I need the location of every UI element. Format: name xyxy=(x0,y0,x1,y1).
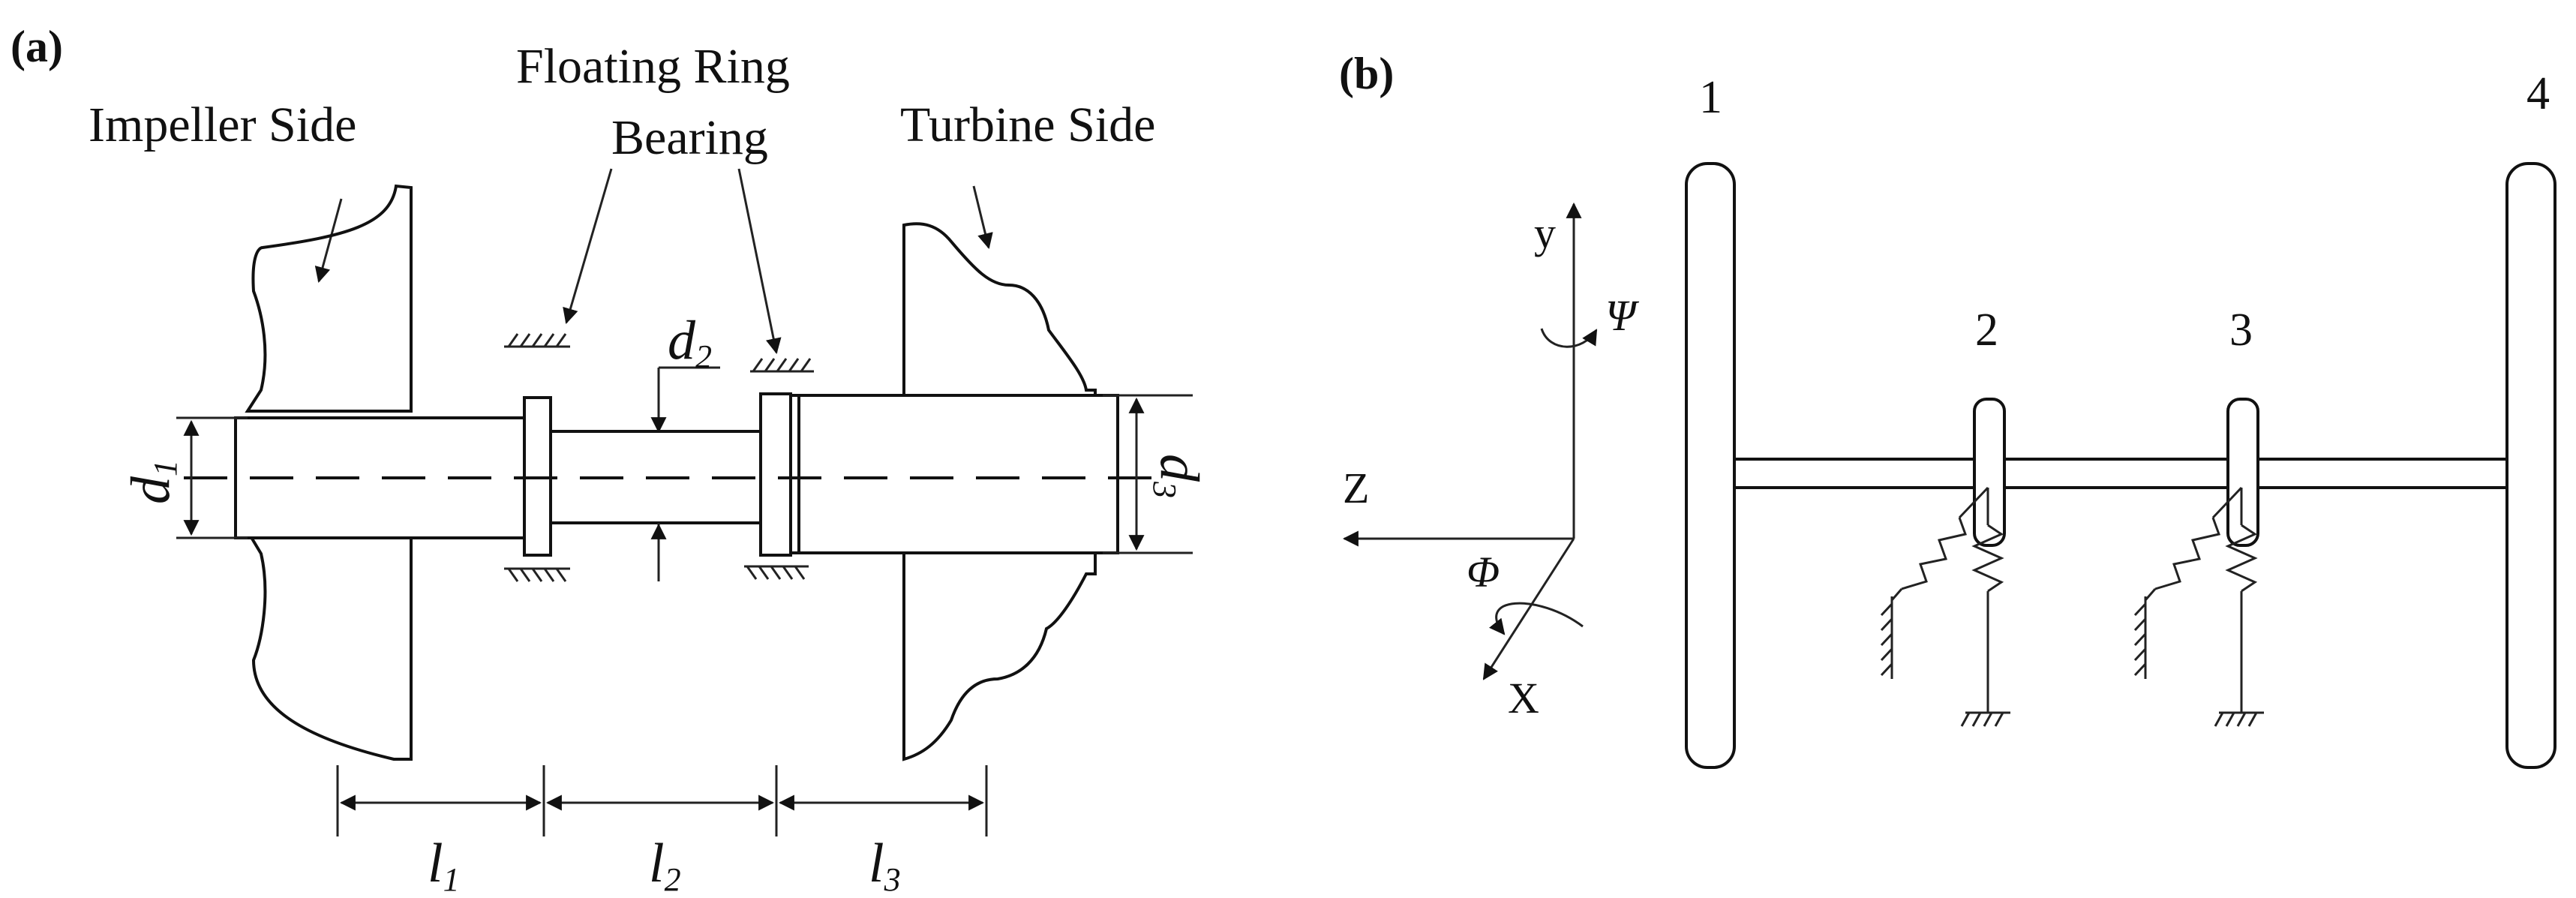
axis-y-label: y xyxy=(1534,209,1556,257)
turbine-side-label: Turbine Side xyxy=(900,98,1155,152)
floating-ring-bearing-right-rim xyxy=(789,394,800,554)
bearing-right-leader-arrow xyxy=(737,168,782,355)
disk-4 xyxy=(2505,162,2556,769)
phi-label: Φ xyxy=(1467,548,1500,596)
length-dimensions xyxy=(336,765,988,836)
disk-3 xyxy=(2226,398,2259,547)
l1-label: l1 xyxy=(428,833,460,898)
panel-b-label: (b) xyxy=(1339,49,1394,98)
disk-1 xyxy=(1685,162,1736,769)
axis-z-label: Z xyxy=(1343,464,1369,512)
bearing-springs-node-3 xyxy=(2133,486,2264,727)
panel-a: (a) Impeller Side Floating Ring Bearing … xyxy=(11,22,1210,898)
d3-dimension xyxy=(1103,394,1193,554)
turbine-wheel-lower xyxy=(902,550,1097,761)
impeller-side-label: Impeller Side xyxy=(89,98,356,152)
bearing-ground-supports xyxy=(504,333,814,582)
d3-label: d3 xyxy=(1146,454,1210,498)
l2-label: l2 xyxy=(649,833,681,898)
node-2-label: 2 xyxy=(1975,305,1998,356)
floating-ring-label-line2: Bearing xyxy=(611,110,768,165)
panel-a-label: (a) xyxy=(11,22,63,71)
floating-ring-label-line1: Floating Ring xyxy=(516,39,790,94)
psi-label: Ψ xyxy=(1605,291,1640,340)
bearing-springs-node-2 xyxy=(1880,486,2010,727)
disk-2 xyxy=(1973,398,2006,547)
rotor-shaft xyxy=(1724,458,2519,489)
d2-dimension xyxy=(650,366,720,581)
bearing-left-leader-arrow xyxy=(563,168,613,325)
floating-ring-bearing-right xyxy=(759,392,792,557)
axis-x-label: X xyxy=(1508,674,1539,722)
shaft-section-d3 xyxy=(797,394,1119,554)
panel-b: (b) y Z X Ψ Φ 1 2 3 4 xyxy=(1339,49,2556,769)
impeller-leader-arrow xyxy=(314,198,343,284)
l3-label: l3 xyxy=(869,833,901,898)
turbine-wheel-upper xyxy=(902,222,1097,413)
d1-dimension xyxy=(176,416,248,539)
node-1-label: 1 xyxy=(1699,72,1722,123)
node-3-label: 3 xyxy=(2229,305,2253,356)
node-4-label: 4 xyxy=(2526,68,2550,119)
impeller-wheel-lower xyxy=(245,530,413,761)
d2-label: d2 xyxy=(668,310,712,375)
coordinate-axes xyxy=(1342,202,1598,680)
d1-label: d1 xyxy=(120,460,184,504)
turbine-leader-arrow xyxy=(972,185,993,250)
impeller-wheel-upper xyxy=(245,184,413,413)
